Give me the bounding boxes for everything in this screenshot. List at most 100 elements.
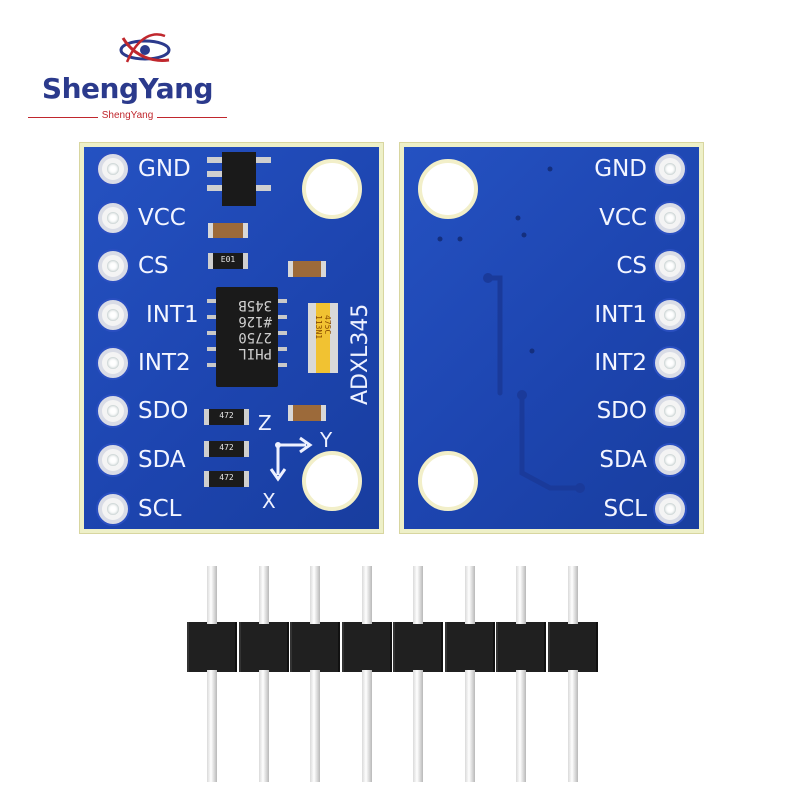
- pin-label-gnd: GND: [138, 156, 191, 182]
- pin-label-int2: INT2: [138, 350, 191, 376]
- pad-cs: [655, 251, 685, 281]
- pcb-back: GND VCC CS INT1 INT2 SDO SDA SCL: [400, 143, 703, 533]
- axis-x-label: X: [262, 489, 276, 513]
- header-housing-segment: [393, 622, 443, 672]
- header-pin: [310, 670, 320, 782]
- pad-sda: [98, 445, 128, 475]
- pin-label-cs: CS: [138, 253, 169, 279]
- capacitor-c1: [208, 223, 248, 238]
- resistor-marking: E01: [220, 255, 236, 264]
- pin-label-int2: INT2: [594, 350, 647, 376]
- ic-leg: [278, 315, 287, 319]
- header-pin: [567, 566, 578, 624]
- header-pin: [258, 566, 269, 624]
- pin-label-sdo: SDO: [596, 398, 647, 424]
- header-pin: [413, 670, 423, 782]
- pad-gnd: [98, 154, 128, 184]
- header-pin: [516, 566, 526, 624]
- mounting-hole: [418, 451, 478, 511]
- pcb-front: GND VCC CS INT1 INT2 SDO SDA SCL E01 472…: [80, 143, 383, 533]
- header-housing-segment: [290, 622, 340, 672]
- axis-y-label: Y: [320, 428, 333, 452]
- ic-leg: [278, 347, 287, 351]
- header-housing-segment: [341, 622, 392, 672]
- header-pin: [464, 566, 475, 624]
- pad-vcc: [98, 203, 128, 233]
- brand-rule-right: [157, 117, 227, 118]
- regulator-leg: [207, 185, 222, 191]
- header-pin: [413, 566, 423, 624]
- header-housing-segment: [547, 622, 598, 672]
- resistor-r3: 472: [204, 441, 249, 457]
- pad-int1: [98, 300, 128, 330]
- header-pin: [361, 566, 372, 624]
- resistor-r1: E01: [208, 253, 248, 269]
- pad-scl: [655, 494, 685, 524]
- pin-label-sda: SDA: [138, 447, 186, 473]
- pin-label-gnd: GND: [594, 156, 647, 182]
- ic-leg: [207, 315, 216, 319]
- header-housing-segment: [187, 622, 237, 672]
- pad-cs: [98, 251, 128, 281]
- ic-leg: [278, 299, 287, 303]
- regulator-leg: [207, 171, 222, 177]
- header-pin: [361, 670, 372, 782]
- resistor-marking: 472: [219, 411, 234, 420]
- ic-leg: [278, 363, 287, 367]
- pad-int2: [655, 348, 685, 378]
- regulator-leg: [207, 157, 222, 163]
- pad-sdo: [98, 396, 128, 426]
- pin-label-int1: INT1: [146, 302, 199, 328]
- pad-vcc: [655, 203, 685, 233]
- brand-rule-left: [28, 117, 98, 118]
- resistor-marking: 472: [219, 443, 234, 452]
- header-pin: [567, 670, 578, 782]
- mounting-hole: [418, 159, 478, 219]
- brand-logo: ShengYang ShengYang: [20, 28, 235, 128]
- ic-leg: [207, 347, 216, 351]
- regulator-leg: [256, 185, 271, 191]
- mounting-hole: [302, 159, 362, 219]
- header-pin: [207, 670, 217, 782]
- pin-label-sda: SDA: [599, 447, 647, 473]
- ic-leg: [207, 363, 216, 367]
- pin-label-vcc: VCC: [599, 205, 647, 231]
- resistor-marking: 472: [219, 473, 234, 482]
- axis-z-label: Z: [258, 411, 272, 435]
- header-housing-segment: [496, 622, 546, 672]
- mounting-hole: [302, 451, 362, 511]
- header-pin: [207, 566, 217, 624]
- header-pin: [464, 670, 475, 782]
- ic-leg: [207, 331, 216, 335]
- accelerometer-ic: PHIL 2750 #126 345B: [216, 287, 278, 387]
- brand-subtitle: ShengYang: [101, 110, 154, 121]
- pin-label-sdo: SDO: [138, 398, 189, 424]
- pin-label-scl: SCL: [603, 496, 647, 522]
- capacitor-c3: [288, 405, 326, 421]
- pad-gnd: [655, 154, 685, 184]
- voltage-regulator: [222, 152, 256, 206]
- resistor-r4: 472: [204, 471, 249, 487]
- eye-orbit-logo-icon: [119, 33, 171, 63]
- tantalum-capacitor: 475C 113N1: [308, 303, 338, 373]
- pad-int1: [655, 300, 685, 330]
- ic-leg: [278, 331, 287, 335]
- pin-label-cs: CS: [616, 253, 647, 279]
- pin-label-vcc: VCC: [138, 205, 186, 231]
- ic-leg: [207, 299, 216, 303]
- pcb-traces: [437, 166, 585, 493]
- pad-sda: [655, 445, 685, 475]
- header-housing-segment: [444, 622, 495, 672]
- regulator-leg: [256, 157, 271, 163]
- brand-name: ShengYang: [41, 72, 214, 105]
- pad-scl: [98, 494, 128, 524]
- capacitor-c2: [288, 261, 326, 277]
- header-pin: [516, 670, 526, 782]
- pad-sdo: [655, 396, 685, 426]
- header-pin: [258, 670, 269, 782]
- pin-label-scl: SCL: [138, 496, 182, 522]
- pin-label-int1: INT1: [594, 302, 647, 328]
- header-housing-segment: [238, 622, 289, 672]
- resistor-r2: 472: [204, 409, 249, 425]
